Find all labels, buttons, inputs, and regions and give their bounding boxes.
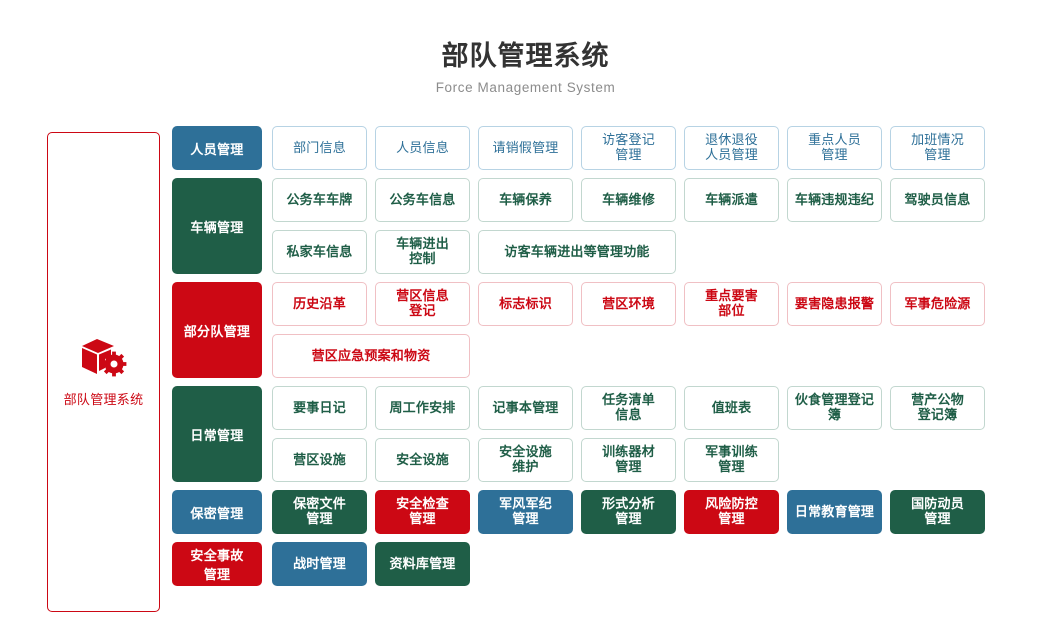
module-tile[interactable]: 值班表 bbox=[684, 386, 779, 430]
module-row: 营区应急预案和物资 bbox=[272, 334, 1034, 378]
content-area: 部队管理系统 人员管理部门信息人员信息请销假管理访客登记 管理退休退役 人员管理… bbox=[0, 118, 1051, 636]
module-row: 要事日记周工作安排记事本管理任务清单 信息值班表伙食管理登记簿营产公物 登记簿 bbox=[272, 386, 1034, 430]
module-tile[interactable]: 风险防控 管理 bbox=[684, 490, 779, 534]
module-row: 私家车信息车辆进出 控制访客车辆进出等管理功能 bbox=[272, 230, 1034, 274]
module-tile[interactable]: 记事本管理 bbox=[478, 386, 573, 430]
module-tile[interactable]: 公务车车牌 bbox=[272, 178, 367, 222]
page-header: 部队管理系统 Force Management System bbox=[0, 0, 1051, 95]
page-title: 部队管理系统 bbox=[441, 41, 610, 71]
module-row: 部门信息人员信息请销假管理访客登记 管理退休退役 人员管理重点人员 管理加班情况… bbox=[272, 126, 1034, 170]
module-tile[interactable]: 营区应急预案和物资 bbox=[272, 334, 470, 378]
section-items: 保密文件 管理安全检查 管理军风军纪 管理形式分析 管理风险防控 管理日常教育管… bbox=[272, 490, 1034, 534]
module-tile[interactable]: 军事危险源 bbox=[890, 282, 985, 326]
section-label[interactable]: 部分队管理 bbox=[172, 282, 262, 378]
module-tile[interactable]: 形式分析 管理 bbox=[581, 490, 676, 534]
module-tile[interactable]: 访客登记 管理 bbox=[581, 126, 676, 170]
module-tile[interactable]: 私家车信息 bbox=[272, 230, 367, 274]
module-row: 营区设施安全设施安全设施 维护训练器材 管理军事训练 管理 bbox=[272, 438, 1034, 482]
sidebar-system-card[interactable]: 部队管理系统 bbox=[47, 132, 160, 612]
module-section: 安全事故 管理战时管理资料库管理 bbox=[172, 542, 1034, 586]
module-tile[interactable]: 标志标识 bbox=[478, 282, 573, 326]
module-tile[interactable]: 军风军纪 管理 bbox=[478, 490, 573, 534]
module-tile[interactable]: 访客车辆进出等管理功能 bbox=[478, 230, 676, 274]
section-items: 战时管理资料库管理 bbox=[272, 542, 1034, 586]
module-section: 日常管理要事日记周工作安排记事本管理任务清单 信息值班表伙食管理登记簿营产公物 … bbox=[172, 386, 1034, 482]
module-section: 车辆管理公务车车牌公务车信息车辆保养车辆维修车辆派遣车辆违规违纪驾驶员信息私家车… bbox=[172, 178, 1034, 274]
module-row: 战时管理资料库管理 bbox=[272, 542, 1034, 586]
module-section: 保密管理保密文件 管理安全检查 管理军风军纪 管理形式分析 管理风险防控 管理日… bbox=[172, 490, 1034, 534]
module-tile[interactable]: 要害隐患报警 bbox=[787, 282, 882, 326]
module-tile[interactable]: 军事训练 管理 bbox=[684, 438, 779, 482]
module-tile[interactable]: 部门信息 bbox=[272, 126, 367, 170]
module-grid: 人员管理部门信息人员信息请销假管理访客登记 管理退休退役 人员管理重点人员 管理… bbox=[172, 126, 1034, 594]
module-tile[interactable]: 车辆违规违纪 bbox=[787, 178, 882, 222]
page-subtitle: Force Management System bbox=[435, 79, 616, 95]
module-tile[interactable]: 车辆派遣 bbox=[684, 178, 779, 222]
sidebar-system-label: 部队管理系统 bbox=[63, 391, 144, 407]
module-tile[interactable]: 营区环境 bbox=[581, 282, 676, 326]
module-tile[interactable]: 车辆维修 bbox=[581, 178, 676, 222]
section-items: 要事日记周工作安排记事本管理任务清单 信息值班表伙食管理登记簿营产公物 登记簿营… bbox=[272, 386, 1034, 482]
module-tile[interactable]: 安全设施 维护 bbox=[478, 438, 573, 482]
module-tile[interactable]: 加班情况 管理 bbox=[890, 126, 985, 170]
module-tile[interactable]: 重点人员 管理 bbox=[787, 126, 882, 170]
module-tile[interactable]: 车辆进出 控制 bbox=[375, 230, 470, 274]
module-tile[interactable]: 日常教育管理 bbox=[787, 490, 882, 534]
module-tile[interactable]: 请销假管理 bbox=[478, 126, 573, 170]
module-tile[interactable]: 历史沿革 bbox=[272, 282, 367, 326]
section-items: 公务车车牌公务车信息车辆保养车辆维修车辆派遣车辆违规违纪驾驶员信息私家车信息车辆… bbox=[272, 178, 1034, 274]
module-tile[interactable]: 营产公物 登记簿 bbox=[890, 386, 985, 430]
module-row: 公务车车牌公务车信息车辆保养车辆维修车辆派遣车辆违规违纪驾驶员信息 bbox=[272, 178, 1034, 222]
section-label[interactable]: 保密管理 bbox=[172, 490, 262, 534]
module-tile[interactable]: 人员信息 bbox=[375, 126, 470, 170]
module-tile[interactable]: 要事日记 bbox=[272, 386, 367, 430]
section-items: 部门信息人员信息请销假管理访客登记 管理退休退役 人员管理重点人员 管理加班情况… bbox=[272, 126, 1034, 170]
section-items: 历史沿革营区信息 登记标志标识营区环境重点要害 部位要害隐患报警军事危险源营区应… bbox=[272, 282, 1034, 378]
module-tile[interactable]: 驾驶员信息 bbox=[890, 178, 985, 222]
section-label[interactable]: 日常管理 bbox=[172, 386, 262, 482]
module-tile[interactable]: 重点要害 部位 bbox=[684, 282, 779, 326]
module-tile[interactable]: 训练器材 管理 bbox=[581, 438, 676, 482]
module-tile[interactable]: 安全设施 bbox=[375, 438, 470, 482]
module-tile[interactable]: 营区设施 bbox=[272, 438, 367, 482]
module-tile[interactable]: 任务清单 信息 bbox=[581, 386, 676, 430]
module-section: 部分队管理历史沿革营区信息 登记标志标识营区环境重点要害 部位要害隐患报警军事危… bbox=[172, 282, 1034, 378]
cube-gear-icon bbox=[81, 337, 127, 379]
module-tile[interactable]: 周工作安排 bbox=[375, 386, 470, 430]
section-label[interactable]: 车辆管理 bbox=[172, 178, 262, 274]
module-tile[interactable]: 营区信息 登记 bbox=[375, 282, 470, 326]
module-tile[interactable]: 资料库管理 bbox=[375, 542, 470, 586]
module-tile[interactable]: 车辆保养 bbox=[478, 178, 573, 222]
module-row: 保密文件 管理安全检查 管理军风军纪 管理形式分析 管理风险防控 管理日常教育管… bbox=[272, 490, 1034, 534]
section-label[interactable]: 人员管理 bbox=[172, 126, 262, 170]
module-tile[interactable]: 保密文件 管理 bbox=[272, 490, 367, 534]
module-tile[interactable]: 退休退役 人员管理 bbox=[684, 126, 779, 170]
section-label[interactable]: 安全事故 管理 bbox=[172, 542, 262, 586]
module-tile[interactable]: 公务车信息 bbox=[375, 178, 470, 222]
module-tile[interactable]: 伙食管理登记簿 bbox=[787, 386, 882, 430]
module-section: 人员管理部门信息人员信息请销假管理访客登记 管理退休退役 人员管理重点人员 管理… bbox=[172, 126, 1034, 170]
module-tile[interactable]: 战时管理 bbox=[272, 542, 367, 586]
module-tile[interactable]: 安全检查 管理 bbox=[375, 490, 470, 534]
module-row: 历史沿革营区信息 登记标志标识营区环境重点要害 部位要害隐患报警军事危险源 bbox=[272, 282, 1034, 326]
module-tile[interactable]: 国防动员 管理 bbox=[890, 490, 985, 534]
